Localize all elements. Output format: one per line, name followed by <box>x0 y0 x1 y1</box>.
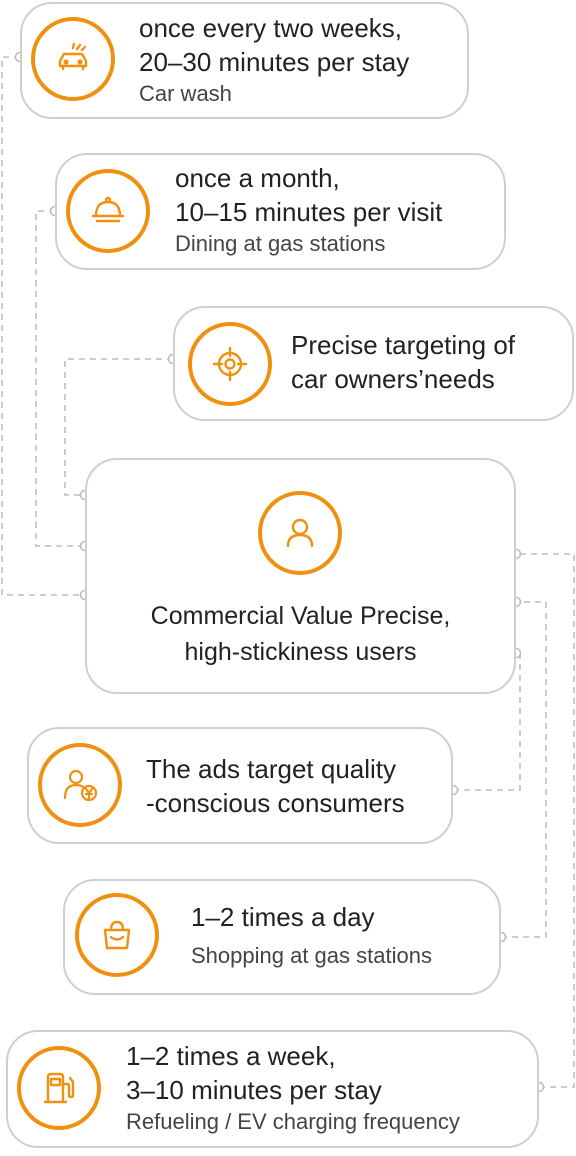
targeting-line1: Precise targeting of <box>291 330 516 360</box>
shopping-line1: 1–2 times a day <box>191 902 375 932</box>
consumer-yen-icon <box>38 743 122 827</box>
center-line1: Commercial Value Precise, <box>150 602 451 630</box>
dining-line2: 10–15 minutes per visit <box>175 197 443 227</box>
quality-line1: The ads target quality <box>146 754 397 784</box>
target-icon <box>188 322 272 406</box>
dining-line1: once a month, <box>175 163 340 193</box>
refueling-label: Refueling / EV charging frequency <box>126 1109 460 1134</box>
refueling-line2: 3–10 minutes per stay <box>126 1075 382 1105</box>
car-wash-line2: 20–30 minutes per stay <box>139 47 410 77</box>
dining-label: Dining at gas stations <box>175 231 386 256</box>
refueling-line1: 1–2 times a week, <box>126 1041 336 1071</box>
cloche-icon <box>66 169 150 253</box>
quality-line2: -conscious consumers <box>146 788 405 818</box>
center-line2: high-stickiness users <box>184 638 417 666</box>
car-wash-line1: once every two weeks, <box>139 13 403 43</box>
targeting-line2: car owners’needs <box>291 364 495 394</box>
user-icon <box>258 491 342 575</box>
car-wash-icon <box>31 17 115 101</box>
shopping-bag-icon <box>75 893 159 977</box>
shopping-label: Shopping at gas stations <box>191 943 432 968</box>
fuel-pump-icon <box>17 1046 101 1130</box>
car-wash-label: Car wash <box>139 81 232 106</box>
